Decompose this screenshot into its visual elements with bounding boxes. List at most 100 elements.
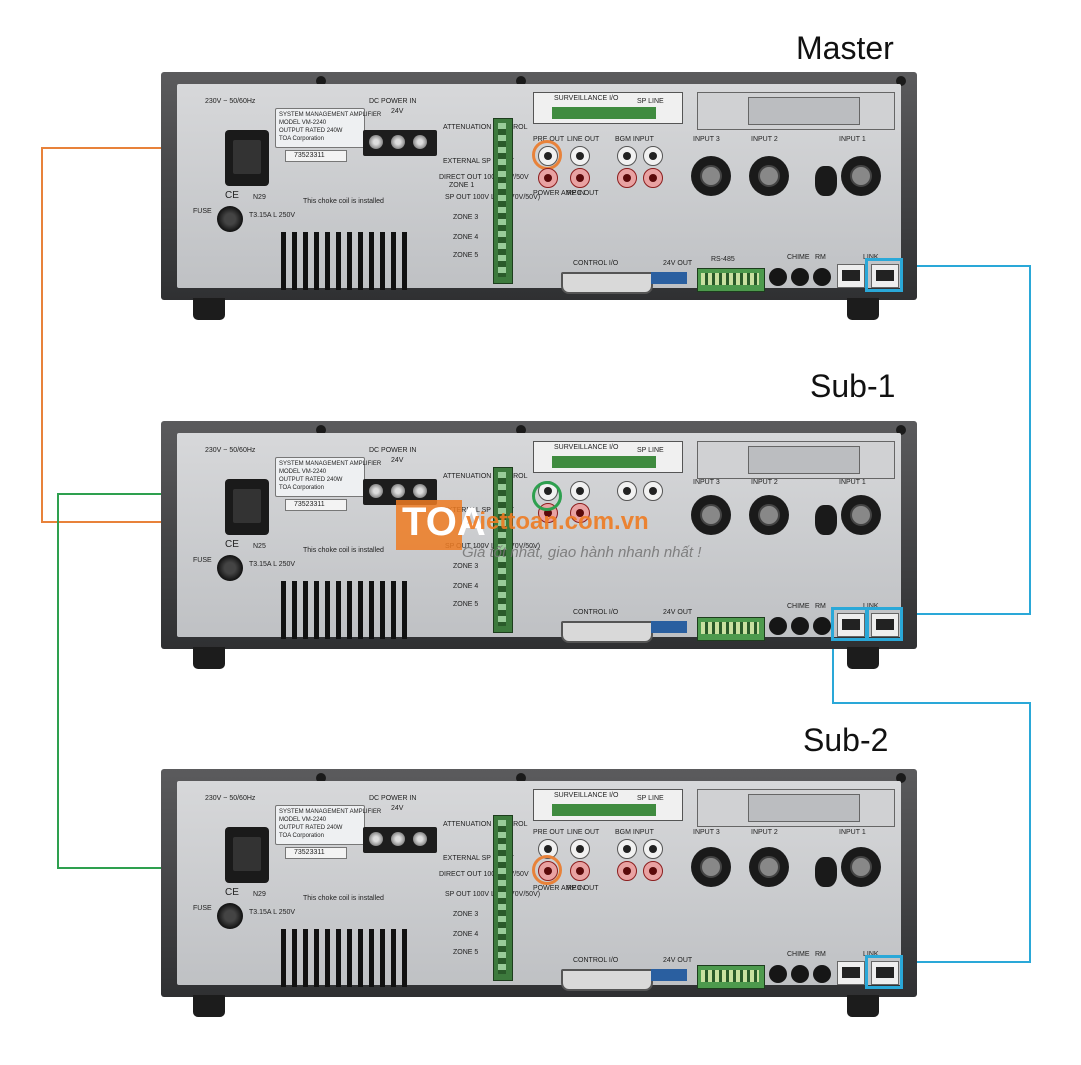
speaker-terminal-block[interactable] bbox=[493, 467, 513, 633]
dc-power-terminal[interactable] bbox=[363, 130, 437, 156]
rec-out-jack[interactable] bbox=[570, 503, 590, 523]
bgm-input-r-jack[interactable] bbox=[643, 839, 663, 859]
input1-din[interactable] bbox=[815, 166, 837, 196]
input2-xlr[interactable] bbox=[749, 847, 789, 887]
bgm-input-r2-jack[interactable] bbox=[643, 861, 663, 881]
bgm-input-r-jack[interactable] bbox=[643, 146, 663, 166]
rm-jack[interactable] bbox=[813, 965, 831, 983]
link-port-1[interactable] bbox=[837, 613, 865, 637]
input2-xlr[interactable] bbox=[749, 156, 789, 196]
dc-voltage-label: 24V bbox=[391, 805, 404, 812]
link-port-2[interactable] bbox=[871, 961, 899, 985]
ce-mark: CE bbox=[225, 539, 239, 550]
power-amp-in-jack[interactable] bbox=[538, 168, 558, 188]
link-port-1[interactable] bbox=[837, 264, 865, 288]
input3-xlr[interactable] bbox=[691, 156, 731, 196]
surveillance-connector[interactable] bbox=[552, 107, 656, 119]
link-label: LINK bbox=[863, 254, 879, 261]
input1-xlr[interactable] bbox=[841, 495, 881, 535]
bgm-input-l-jack[interactable] bbox=[617, 481, 637, 501]
link-port-2[interactable] bbox=[871, 613, 899, 637]
link-port-2[interactable] bbox=[871, 264, 899, 288]
rec-out-jack[interactable] bbox=[570, 861, 590, 881]
ce-mark: CE bbox=[225, 887, 239, 898]
input1-din[interactable] bbox=[815, 857, 837, 887]
zone-3-label: ZONE 3 bbox=[453, 911, 479, 918]
line-out-jack[interactable] bbox=[570, 481, 590, 501]
rs485-terminal[interactable] bbox=[697, 268, 765, 292]
dip-switch[interactable] bbox=[651, 272, 687, 284]
jack-1[interactable] bbox=[769, 617, 787, 635]
surveillance-io[interactable]: SURVEILLANCE I/O bbox=[533, 441, 683, 473]
model-plate: SYSTEM MANAGEMENT AMPLIFIER MODEL VM-224… bbox=[275, 805, 381, 845]
surveillance-io[interactable]: SURVEILLANCE I/O bbox=[533, 789, 683, 821]
attenuation-label: ATTENUATION CONTROL bbox=[443, 124, 528, 131]
bgm-input-l-jack[interactable] bbox=[617, 146, 637, 166]
ac-inlet[interactable] bbox=[225, 827, 269, 883]
input3-xlr[interactable] bbox=[691, 495, 731, 535]
control-io-connector[interactable] bbox=[561, 969, 653, 991]
dip-switch[interactable] bbox=[651, 969, 687, 981]
input3-xlr[interactable] bbox=[691, 847, 731, 887]
input3-label: INPUT 3 bbox=[693, 136, 720, 143]
rs485-terminal[interactable] bbox=[697, 965, 765, 989]
jack-1[interactable] bbox=[769, 268, 787, 286]
line-out-jack[interactable] bbox=[570, 146, 590, 166]
control-io-connector[interactable] bbox=[561, 621, 653, 643]
fuse-holder[interactable] bbox=[217, 555, 243, 581]
dc-power-terminal[interactable] bbox=[363, 827, 437, 853]
model-line1: SYSTEM MANAGEMENT AMPLIFIER bbox=[279, 809, 382, 815]
control-io-connector[interactable] bbox=[561, 272, 653, 294]
sp-line-label: SP LINE bbox=[637, 98, 664, 105]
bgm-input-l-jack[interactable] bbox=[617, 839, 637, 859]
bgm-input-l2-jack[interactable] bbox=[617, 861, 637, 881]
input1-din[interactable] bbox=[815, 505, 837, 535]
link-port-2-highlight bbox=[865, 607, 903, 641]
zone-4-label: ZONE 4 bbox=[453, 234, 479, 241]
fuse-rating: T3.15A L 250V bbox=[249, 212, 296, 219]
jack-1[interactable] bbox=[769, 965, 787, 983]
chime-jack[interactable] bbox=[791, 617, 809, 635]
chassis: 230V ~ 50/60Hz CE N29 FUSE T3.15A L 250V… bbox=[161, 72, 917, 300]
dip-switch[interactable] bbox=[651, 621, 687, 633]
rm-jack[interactable] bbox=[813, 617, 831, 635]
model-plate: SYSTEM MANAGEMENT AMPLIFIER MODEL VM-224… bbox=[275, 457, 381, 497]
input1-xlr[interactable] bbox=[841, 847, 881, 887]
option-slot bbox=[697, 441, 895, 479]
chime-jack[interactable] bbox=[791, 965, 809, 983]
ac-inlet[interactable] bbox=[225, 479, 269, 535]
bgm-input-l2-jack[interactable] bbox=[617, 168, 637, 188]
zone-5-label: ZONE 5 bbox=[453, 949, 479, 956]
fuse-holder[interactable] bbox=[217, 903, 243, 929]
bgm-input-r2-jack[interactable] bbox=[643, 168, 663, 188]
surveillance-connector[interactable] bbox=[552, 456, 656, 468]
attenuation-label: ATTENUATION CONTROL bbox=[443, 473, 528, 480]
rec-out-label: REC OUT bbox=[567, 190, 599, 197]
zone-3-label: ZONE 3 bbox=[453, 563, 479, 570]
model-line3: OUTPUT RATED 240W bbox=[279, 128, 343, 134]
chime-label: CHIME bbox=[787, 603, 810, 610]
bgm-input-r-jack[interactable] bbox=[643, 481, 663, 501]
sp-out-label: SP OUT 100V LINE (70V/50V) bbox=[445, 194, 541, 201]
line-out-jack[interactable] bbox=[570, 839, 590, 859]
pre-out-label: PRE OUT bbox=[533, 136, 565, 143]
input1-xlr[interactable] bbox=[841, 156, 881, 196]
input2-xlr[interactable] bbox=[749, 495, 789, 535]
rm-label: RM bbox=[815, 603, 826, 610]
rs485-terminal[interactable] bbox=[697, 617, 765, 641]
rm-jack[interactable] bbox=[813, 268, 831, 286]
ac-inlet[interactable] bbox=[225, 130, 269, 186]
link-port-1[interactable] bbox=[837, 961, 865, 985]
slot-cover bbox=[748, 97, 860, 125]
rec-out-jack[interactable] bbox=[570, 168, 590, 188]
speaker-terminal-block[interactable] bbox=[493, 118, 513, 284]
input1-label: INPUT 1 bbox=[839, 136, 866, 143]
out-24v-label: 24V OUT bbox=[663, 957, 693, 964]
speaker-terminal-block[interactable] bbox=[493, 815, 513, 981]
chime-jack[interactable] bbox=[791, 268, 809, 286]
fuse-label: FUSE bbox=[193, 557, 212, 564]
surveillance-connector[interactable] bbox=[552, 804, 656, 816]
fuse-holder[interactable] bbox=[217, 206, 243, 232]
bgm-input-label: BGM INPUT bbox=[615, 136, 654, 143]
surveillance-io[interactable]: SURVEILLANCE I/O bbox=[533, 92, 683, 124]
